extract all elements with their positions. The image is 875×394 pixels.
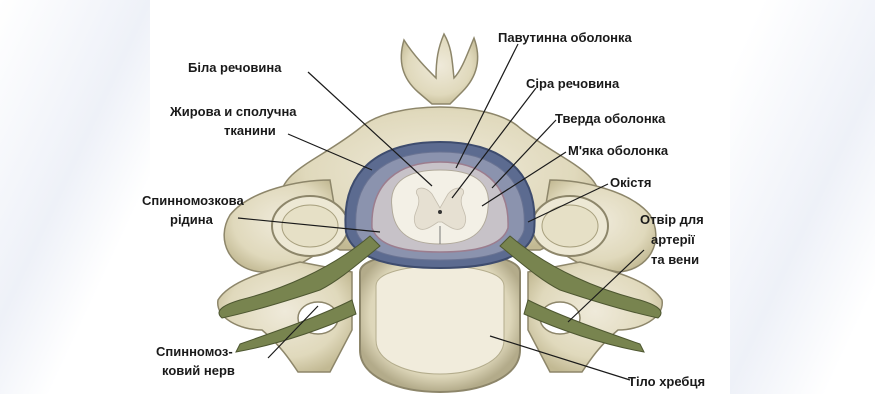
spinous-process <box>401 34 477 104</box>
label-white-matter: Біла речовина <box>188 60 282 75</box>
label-body: Тіло хребця <box>628 374 705 389</box>
label-fat-tissue-line2: тканини <box>224 123 276 138</box>
vertebral-body-inner <box>376 266 504 374</box>
label-csf-line2: рідина <box>170 212 214 227</box>
label-csf-line1: Спинномозкова <box>142 193 244 208</box>
articular-facet-left-inner <box>282 205 338 247</box>
label-pia: М'яка оболонка <box>568 143 669 158</box>
label-nerve-line2: ковий нерв <box>162 363 235 378</box>
label-dura: Тверда оболонка <box>555 111 666 126</box>
label-arachnoid: Павутинна оболонка <box>498 30 633 45</box>
label-periosteum: Окістя <box>610 175 651 190</box>
label-foramen-line1: Отвір для <box>640 212 704 227</box>
central-canal <box>438 210 442 214</box>
label-foramen-line2: артерії <box>651 232 695 247</box>
label-nerve-line1: Спинномоз- <box>156 344 233 359</box>
label-gray-matter: Сіра речовина <box>526 76 620 91</box>
label-fat-tissue-line1: Жирова и сполучна <box>169 104 297 119</box>
label-foramen-line3: та вени <box>651 252 699 267</box>
